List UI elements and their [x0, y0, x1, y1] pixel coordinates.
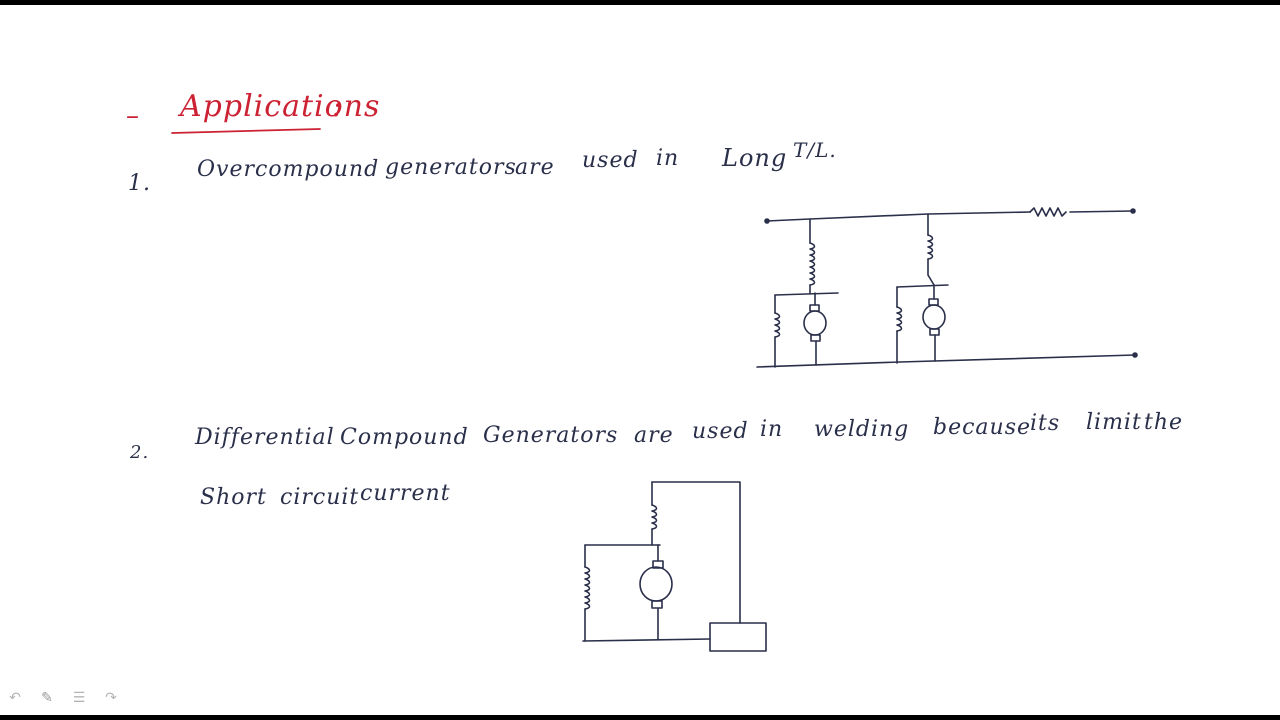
top-bus-line: [766, 211, 1031, 222]
item1-word-in: in: [656, 146, 680, 171]
heading-text: Applications: [180, 89, 381, 124]
item2-word-limit: limit: [1086, 410, 1142, 435]
shunt-field-coil-b: [896, 306, 903, 332]
line-resistor-zigzag: [1029, 207, 1067, 217]
item2-word-compound: Compound: [340, 425, 469, 450]
item2-word-used: used: [692, 419, 749, 444]
heading-colon: :: [332, 89, 344, 124]
series-field-coil-a: [809, 242, 816, 286]
item1-word-generators: generators: [385, 155, 517, 180]
item2-word-short: Short: [200, 485, 267, 510]
item2-number: 2.: [130, 442, 150, 463]
item2-word-in: in: [760, 417, 784, 442]
circuit-1-overcompound-parallel: [756, 207, 1138, 368]
item1-word-overcompound: Overcompound: [197, 157, 380, 182]
shunt-field-coil: [584, 566, 591, 610]
item2-word-its: its: [1030, 411, 1061, 436]
welding-load-box: [709, 622, 767, 652]
item1-word-long: Long: [722, 144, 788, 172]
armature-b: [922, 304, 946, 330]
menu-icon[interactable]: ☰: [72, 690, 86, 706]
item2-word-the: the: [1144, 410, 1184, 435]
item1-tl: T/L.: [793, 138, 837, 162]
item2-word-welding: welding: [814, 417, 910, 442]
heading-dash: –: [126, 101, 140, 131]
bottom-bus-line: [756, 354, 1136, 368]
series-field-coil: [651, 504, 658, 530]
item1-number: 1.: [128, 171, 151, 196]
armature-a: [803, 310, 827, 336]
pen-icon[interactable]: ✎: [41, 690, 53, 706]
undo-arrow-icon[interactable]: ↶: [9, 690, 21, 706]
handwritten-drawings: [171, 128, 1138, 652]
annotation-toolbar: ↶ ✎ ☰ ↷: [4, 689, 122, 707]
item2-word-circuit: circuit: [280, 485, 360, 510]
shunt-field-coil-a: [774, 312, 781, 338]
item2-word-are: are: [634, 423, 674, 448]
circuit-2-differential-welding: [582, 481, 767, 652]
item2-word-generators: Generators: [483, 423, 619, 448]
item2-word-because: because: [933, 415, 1032, 440]
item2-word-differential: Differential: [195, 425, 335, 450]
item1-word-are: are: [515, 155, 555, 180]
armature: [639, 566, 673, 602]
whiteboard-page: – Applications : 1. Overcompound generat…: [0, 5, 1280, 715]
item2-word-current: current: [360, 481, 451, 506]
series-field-coil-b: [927, 234, 934, 260]
heading-underline: [171, 128, 321, 134]
item1-word-used: used: [582, 148, 639, 173]
redo-arrow-icon[interactable]: ↷: [105, 690, 117, 706]
